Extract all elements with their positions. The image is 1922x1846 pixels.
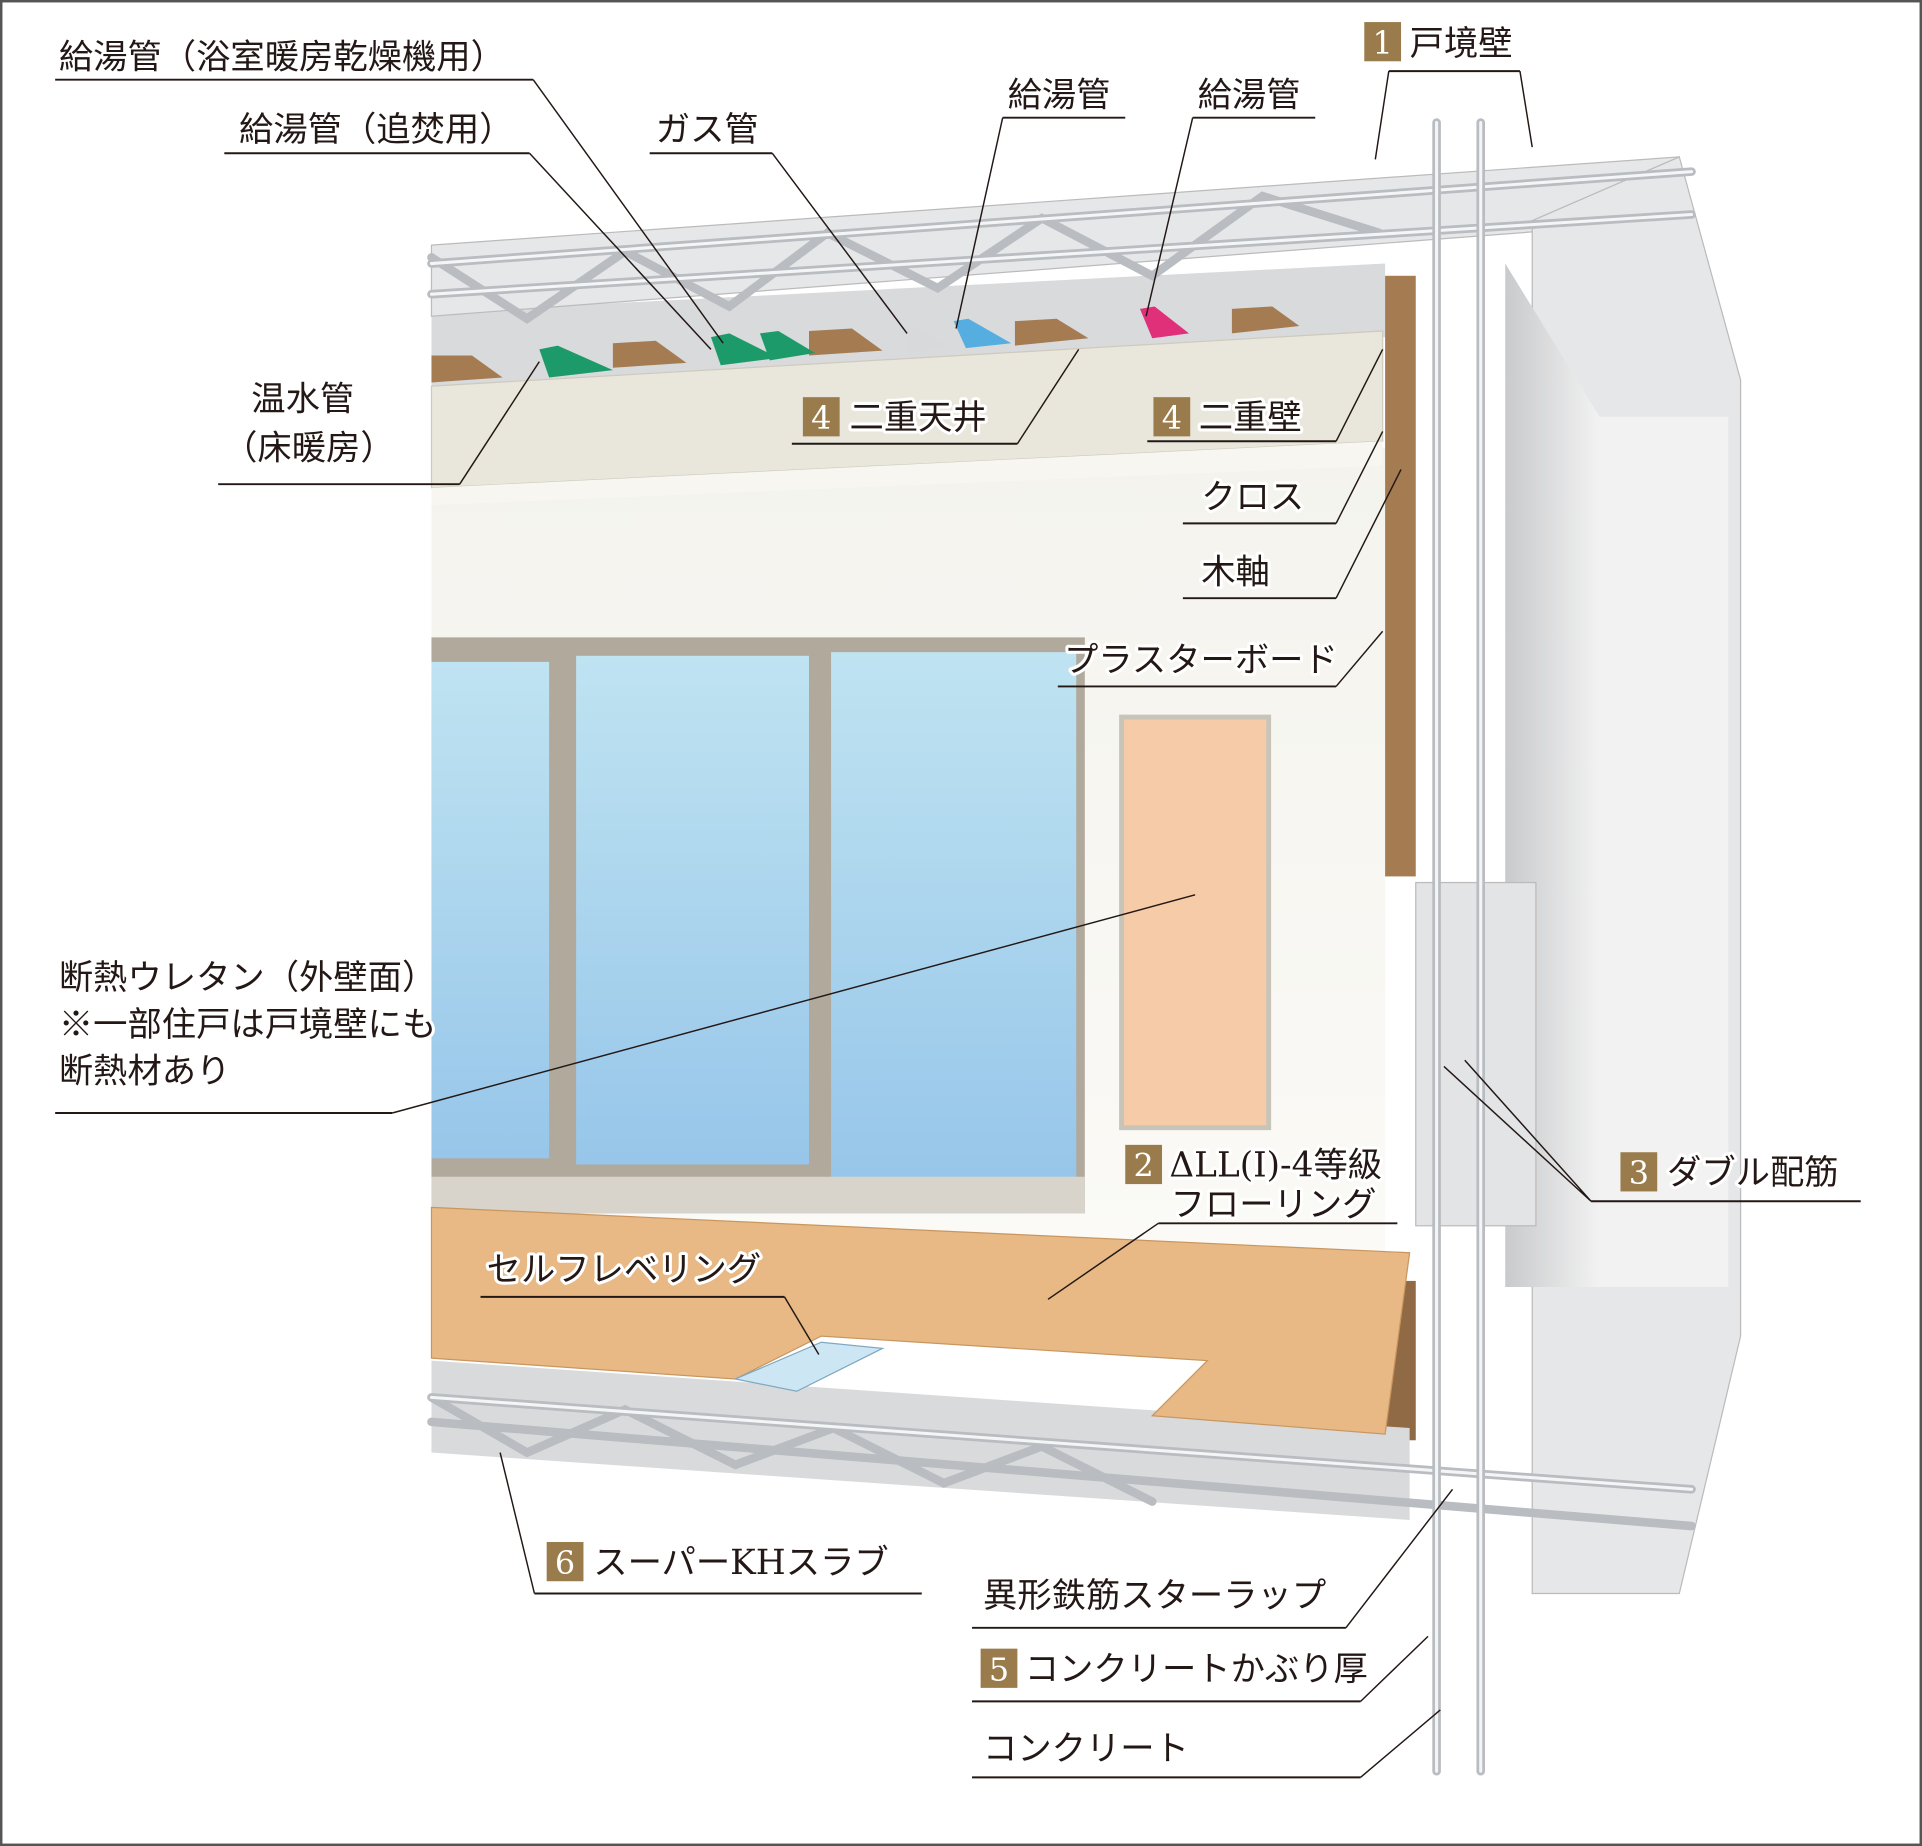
label-double-wall: 二重壁 <box>1199 398 1302 438</box>
label-hot-water-2: 給湯管 <box>1198 76 1301 116</box>
label-double-rebar: ダブル配筋 <box>1667 1153 1839 1193</box>
label-insulation-2: ※一部住戸は戸境壁にも <box>59 1005 436 1045</box>
bath-pipe <box>759 330 816 361</box>
label-insulation-1: 断熱ウレタン（外壁面） <box>59 958 436 998</box>
badge-2 <box>1125 1144 1163 1185</box>
hot-water-pipe-pink <box>1139 306 1189 339</box>
ceiling-soffit <box>431 441 1383 506</box>
wall-recess <box>1599 416 1729 1288</box>
label-warm-water-1: 温水管 <box>251 380 354 420</box>
label-plasterboard: プラスターボード <box>1064 641 1338 681</box>
hot-water-pipe-blue <box>953 318 1012 349</box>
wall-stud <box>1385 275 1416 877</box>
badge-5 <box>980 1648 1018 1688</box>
ceiling-joists <box>431 306 1300 383</box>
label-flooring: フローリング <box>1171 1185 1377 1225</box>
badge-4a-number: 4 <box>811 399 831 437</box>
insulation-panel <box>1119 714 1272 1131</box>
label-stirrup: 異形鉄筋スターラップ <box>983 1576 1326 1616</box>
label-concrete: コンクリート <box>983 1729 1189 1769</box>
badge-6-number: 6 <box>555 1544 575 1582</box>
badge-3-number: 3 <box>1629 1154 1649 1192</box>
label-flooring-grade: ΔLL(I)-4等級 <box>1169 1146 1382 1186</box>
label-slab: スーパーKHスラブ <box>593 1543 888 1583</box>
leader-lines <box>55 70 1861 1779</box>
label-warm-water-2: （床暖房） <box>223 429 395 469</box>
label-gas-pipe: ガス管 <box>656 110 759 150</box>
label-hot-water-bath: 給湯管（浴室暖房乾燥機用） <box>59 38 505 78</box>
badge-5-number: 5 <box>989 1651 1009 1689</box>
gas-pipe <box>900 326 950 354</box>
label-double-ceiling: 二重天井 <box>849 398 986 438</box>
label-concrete-cover: コンクリートかぶり厚 <box>1025 1650 1368 1690</box>
badge-6 <box>546 1542 584 1582</box>
badge-4b <box>1153 397 1191 437</box>
label-hot-water-1: 給湯管 <box>1008 76 1111 116</box>
label-hot-water-reheat: 給湯管（追焚用） <box>239 110 514 150</box>
reheat-pipe <box>710 333 779 366</box>
badge-4a <box>802 397 840 437</box>
wood-flooring <box>430 1206 1411 1435</box>
badge-3 <box>1620 1152 1658 1192</box>
badge-4b-number: 4 <box>1162 399 1182 437</box>
badge-1 <box>1364 22 1402 62</box>
pipes <box>539 306 1189 378</box>
label-cloth: クロス <box>1201 478 1304 518</box>
label-wood-frame: 木軸 <box>1201 552 1270 592</box>
warm-water-pipe <box>539 345 613 378</box>
double-rebar <box>1432 118 1486 1776</box>
self-leveling-layer <box>733 1341 885 1392</box>
label-party-wall: 戸境壁 <box>1410 24 1513 64</box>
badge-2-number: 2 <box>1133 1147 1153 1185</box>
badge-1-number: 1 <box>1373 24 1393 62</box>
window <box>431 637 1085 1214</box>
label-insulation-3: 断熱材あり <box>59 1051 231 1091</box>
label-self-leveling: セルフレベリング <box>487 1250 762 1290</box>
